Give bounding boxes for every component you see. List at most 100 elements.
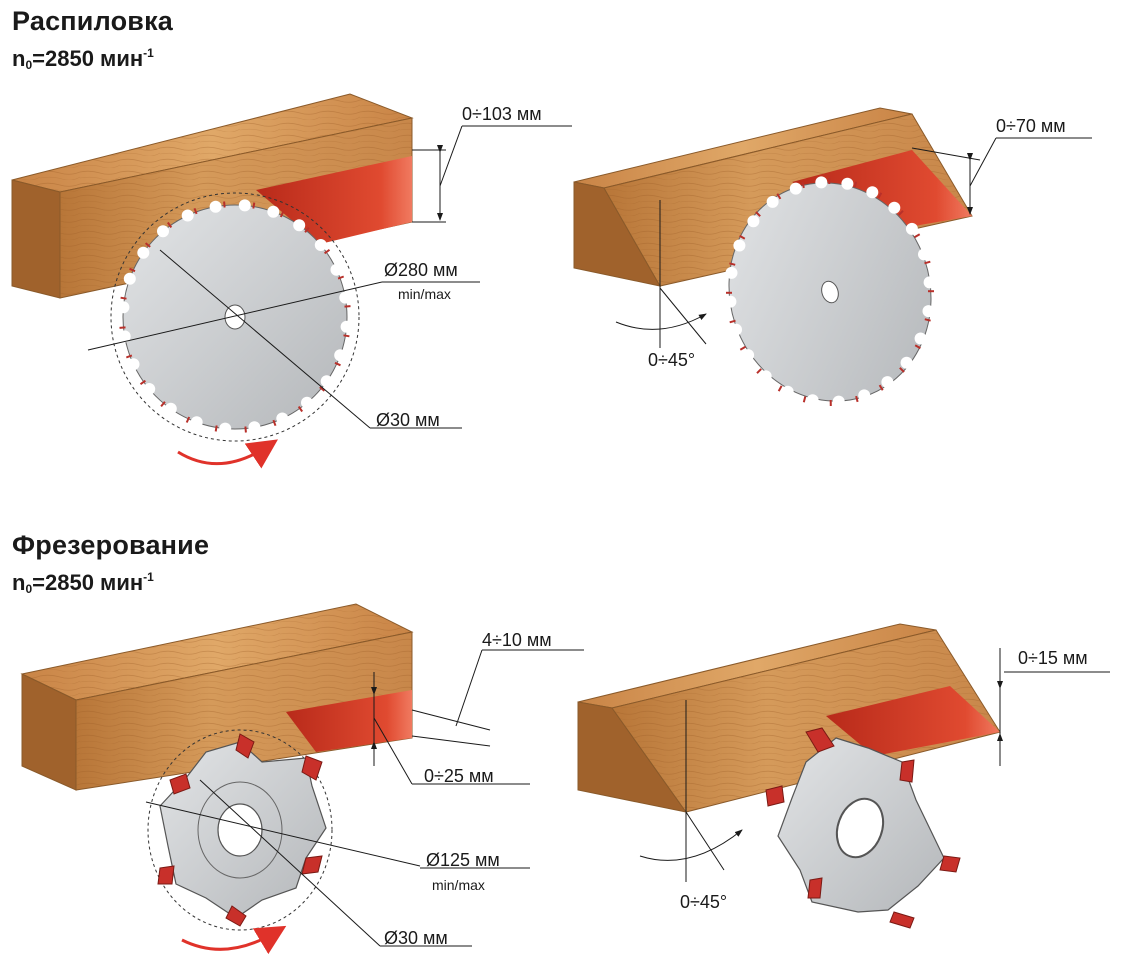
blade-tooth-tip	[304, 226, 310, 233]
sawing-tilt-label: 0÷45°	[648, 350, 696, 370]
blade-gullet	[815, 176, 828, 189]
blade-gullet	[742, 349, 755, 362]
mill-bevel-tooth	[889, 911, 915, 929]
milling-cutter-minmax-label: min/max	[432, 877, 485, 893]
mill-bevel-tooth	[939, 855, 961, 873]
blade-gullet	[314, 239, 327, 251]
blade-tooth-tip	[324, 248, 331, 255]
blade-gullet	[725, 266, 738, 279]
blade-gullet	[127, 358, 140, 371]
blade-gullet	[881, 376, 894, 389]
blade-gullet	[914, 332, 927, 345]
mill-tooth	[235, 733, 255, 759]
sawing-title: Распиловка	[12, 6, 174, 36]
mill-width-leader	[455, 649, 483, 727]
mill-tooth	[157, 865, 175, 885]
blade-gullet	[781, 385, 794, 398]
mill-diameter-line	[145, 801, 421, 867]
milling-cutter-diameter-label: Ø125 мм	[426, 850, 500, 870]
blade-gullet	[900, 356, 913, 369]
mill-cutter-bore	[217, 803, 263, 857]
blade-tooth-tip	[739, 345, 746, 351]
blade-gullet	[143, 383, 156, 395]
blade-tooth-tip	[244, 426, 247, 433]
blade-gullet	[137, 246, 150, 259]
sawing-right-figure	[573, 107, 1092, 408]
blade-gullet	[747, 215, 760, 228]
blade-tooth-tip	[914, 233, 921, 239]
milling-depth-label: 0÷25 мм	[424, 766, 494, 786]
blade-gullet	[181, 209, 194, 222]
speed-superscript: -1	[143, 570, 154, 584]
milling-tilt-label: 0÷45°	[680, 892, 728, 912]
mill-tooth	[301, 855, 323, 875]
blade-tooth-tip	[729, 262, 736, 266]
mill-width-ext2	[411, 735, 491, 747]
sawing-left-figure	[11, 93, 572, 469]
blade-tooth-tip	[877, 192, 883, 199]
blade-gullet	[724, 295, 737, 308]
mill-width-ext1	[411, 709, 491, 731]
blade-tooth-tip	[801, 181, 805, 189]
blade-tooth-tip	[776, 193, 782, 200]
blade-tooth-tip	[223, 201, 226, 208]
blade-gullet	[157, 225, 169, 238]
blade-gullet	[276, 412, 289, 425]
blade-gullet	[905, 222, 918, 235]
blade-gullet	[730, 323, 742, 336]
milling-left-figure	[20, 603, 584, 955]
blade-tooth-tip	[193, 207, 198, 215]
sawing-blade-diameter-label: Ø280 мм	[384, 260, 458, 280]
blade-gullet	[123, 272, 136, 285]
blade-tooth-tip	[214, 425, 218, 432]
blade-tooth-tip	[319, 386, 326, 392]
blade-tooth-tip	[853, 181, 858, 188]
blade-tooth-tip	[755, 211, 761, 217]
saw-blade-teeth	[117, 199, 353, 435]
blade-tooth-tip	[272, 419, 277, 427]
speed-symbol: n	[12, 570, 26, 595]
blade-gullet	[117, 301, 130, 314]
blade-gullet	[118, 330, 131, 343]
blade-tooth-tip	[802, 396, 807, 403]
blade-tooth-tip	[924, 318, 931, 322]
mill-bevel-tooth	[899, 759, 915, 783]
speed-superscript: -1	[143, 46, 154, 60]
mill-tooth	[301, 755, 323, 781]
milling-title: Фрезерование	[12, 530, 210, 560]
blade-gullet	[922, 305, 935, 318]
sawing-bevel-height-label: 0÷70 мм	[996, 116, 1066, 136]
mill-tooth	[169, 773, 191, 795]
blade-tooth-tip	[139, 379, 146, 386]
blade-gullet	[866, 186, 879, 199]
blade-tooth-tip	[337, 275, 345, 280]
blade-gullet	[733, 239, 746, 252]
bore-leader	[159, 249, 371, 429]
blade-gullet	[164, 402, 177, 415]
blade-gullet	[858, 389, 871, 402]
blade-gullet	[238, 199, 251, 212]
blade-gullet	[339, 291, 352, 304]
blade-tooth-tip	[120, 296, 127, 300]
blade-gullet	[806, 394, 819, 407]
blade-gullet	[340, 320, 353, 333]
speed-value: =2850 мин	[32, 46, 144, 71]
tilt-slant	[659, 287, 707, 345]
blade-gullet	[209, 200, 222, 213]
speed-subscript: 0	[25, 582, 33, 596]
beam-end	[11, 179, 61, 299]
blade-gullet	[766, 195, 779, 208]
mill-bevel-tooth	[765, 785, 785, 807]
blade-tooth-tip	[914, 344, 921, 350]
blade-tooth-tip	[279, 211, 285, 218]
mill-groove	[286, 690, 412, 752]
blade-tooth-tip	[878, 384, 884, 391]
blade-gullet	[301, 396, 313, 409]
milling-bevel-height-label: 0÷15 мм	[1018, 648, 1088, 668]
blade-gullet	[320, 375, 333, 388]
blade-gullet	[841, 177, 854, 190]
blade-gullet	[918, 248, 930, 261]
mill-beam-front-grain	[76, 632, 412, 790]
beam-top-grain	[12, 94, 412, 192]
